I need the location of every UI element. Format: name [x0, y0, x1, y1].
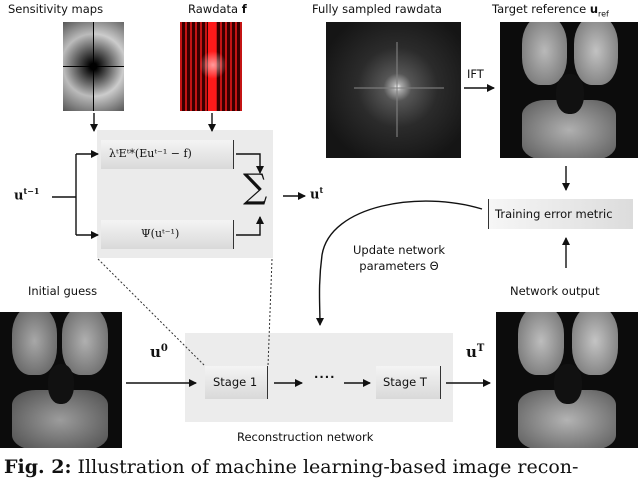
uT-label: uT	[466, 343, 485, 361]
target-reference-image	[500, 22, 638, 158]
target-u-symbol: u	[589, 2, 598, 16]
zoom-line-right	[267, 258, 273, 367]
training-error-box: Training error metric	[488, 199, 633, 229]
u-prev-superscript: t−1	[23, 186, 40, 196]
stage-t-label: Stage T	[383, 375, 427, 389]
u-prev-label: ut−1	[14, 186, 40, 204]
rawdata-f-symbol: f	[241, 2, 247, 16]
sum-symbol: ∑	[243, 167, 268, 207]
figure-caption: Fig. 2: Illustration of machine learning…	[4, 456, 578, 478]
uT-superscript: T	[476, 343, 485, 354]
stage-dots: ····	[314, 370, 336, 384]
arrow-data-to-sum	[236, 153, 264, 174]
u-next-superscript: t	[319, 185, 324, 195]
update-parameters-label: Update network parameters Θ	[352, 243, 445, 273]
stage-t-box: Stage T	[376, 366, 441, 399]
u0-label: u0	[150, 343, 168, 361]
stage-1-box: Stage 1	[205, 366, 268, 399]
initial-guess-image	[0, 312, 122, 448]
rawdata-image	[180, 22, 242, 111]
target-ref-subscript: ref	[598, 9, 609, 19]
reconstruction-network-label: Reconstruction network	[237, 430, 374, 444]
sensitivity-maps-image	[63, 22, 124, 111]
caption-fig-number: Fig. 2:	[4, 456, 72, 478]
fully-sampled-image	[326, 22, 461, 158]
arrow-reg-to-sum	[236, 216, 264, 236]
u-next-label: ut	[310, 185, 324, 203]
network-output-image	[496, 312, 638, 448]
rawdata-label: Rawdata f	[188, 2, 247, 16]
training-error-label: Training error metric	[495, 207, 613, 221]
zoom-line-left	[97, 258, 206, 367]
stage-1-label: Stage 1	[213, 375, 258, 389]
ift-label: IFT	[467, 67, 484, 81]
initial-guess-label: Initial guess	[28, 284, 98, 298]
target-reference-label: Target reference uref	[492, 2, 609, 19]
data-term-box: λᵗEᵗ*(Euᵗ⁻¹ − f)	[101, 140, 234, 169]
arrow-update-parameters	[315, 200, 483, 326]
sensitivity-maps-label: Sensitivity maps	[8, 2, 104, 16]
data-term-formula: λᵗEᵗ*(Euᵗ⁻¹ − f)	[109, 147, 192, 160]
regularizer-box: Ψ(uᵗ⁻¹)	[101, 220, 234, 249]
regularizer-formula: Ψ(uᵗ⁻¹)	[141, 227, 180, 240]
fully-sampled-label: Fully sampled rawdata	[312, 2, 442, 16]
u0-superscript: 0	[160, 343, 168, 354]
network-output-label: Network output	[510, 284, 600, 298]
caption-text: Illustration of machine learning-based i…	[77, 456, 579, 478]
